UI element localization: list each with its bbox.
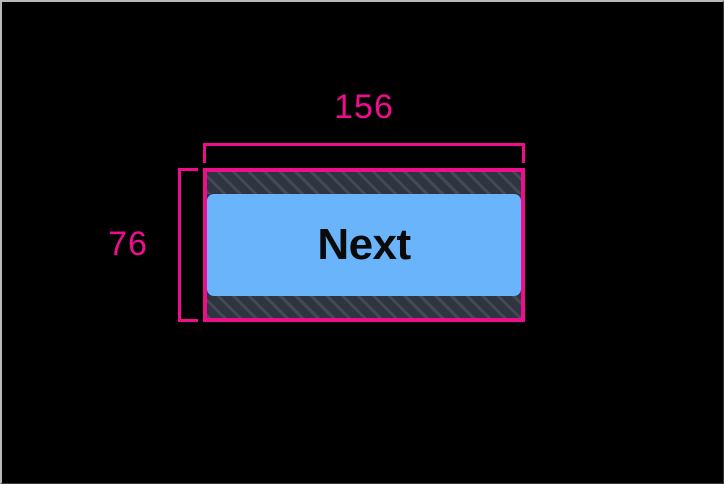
padding-region-bottom [207, 296, 521, 318]
button-content-box[interactable]: Next [207, 194, 521, 296]
height-dimension-bracket [178, 168, 198, 322]
next-button[interactable]: Next [203, 168, 525, 322]
width-dimension-bracket [203, 143, 525, 163]
height-dimension-label: 76 [108, 225, 148, 263]
width-dimension-label: 156 [334, 88, 394, 126]
padding-region-top [207, 172, 521, 194]
next-button-label: Next [317, 220, 411, 269]
